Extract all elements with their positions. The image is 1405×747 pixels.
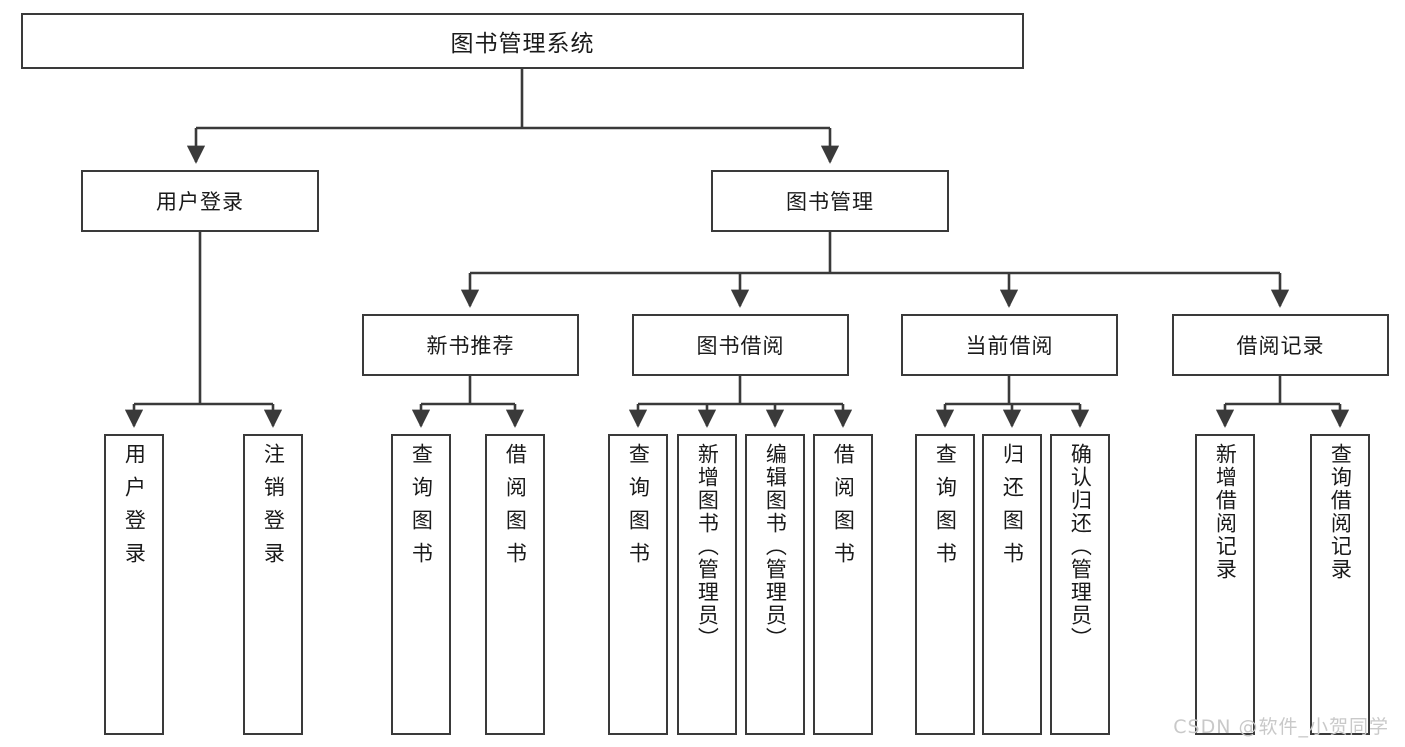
node-root-system[interactable]: 图书管理系统 <box>21 13 1024 69</box>
node-leaf-borrow-book[interactable]: 借阅图书 <box>813 434 873 735</box>
node-label: 查询图书 <box>409 443 434 575</box>
node-new-book-recommendation[interactable]: 新书推荐 <box>362 314 579 376</box>
node-leaf-user-login[interactable]: 用户登录 <box>104 434 164 735</box>
node-leaf-return-book[interactable]: 归还图书 <box>982 434 1042 735</box>
node-leaf-logout[interactable]: 注销登录 <box>243 434 303 735</box>
node-label: 借阅图书 <box>831 443 856 575</box>
node-leaf-query-book-rec[interactable]: 查询图书 <box>391 434 451 735</box>
node-leaf-edit-book-admin[interactable]: 编辑图书（管理员） <box>745 434 805 735</box>
node-book-manage[interactable]: 图书管理 <box>711 170 949 232</box>
node-leaf-add-borrow-record[interactable]: 新增借阅记录 <box>1195 434 1255 735</box>
node-borrow-record[interactable]: 借阅记录 <box>1172 314 1389 376</box>
node-current-borrow[interactable]: 当前借阅 <box>901 314 1118 376</box>
node-label: 借阅记录 <box>1236 334 1325 358</box>
node-label: 图书管理系统 <box>450 31 595 57</box>
node-leaf-add-book-admin[interactable]: 新增图书（管理员） <box>677 434 737 735</box>
node-leaf-borrow-book-rec[interactable]: 借阅图书 <box>485 434 545 735</box>
node-leaf-query-book-current[interactable]: 查询图书 <box>915 434 975 735</box>
node-label: 注销登录 <box>261 443 286 575</box>
node-user-login[interactable]: 用户登录 <box>81 170 319 232</box>
node-label: 归还图书 <box>1000 443 1025 575</box>
node-label: 新增图书（管理员） <box>695 443 720 650</box>
node-label: 查询图书 <box>626 443 651 575</box>
node-label: 用户登录 <box>122 443 147 575</box>
node-label: 确认归还（管理员） <box>1068 443 1093 650</box>
node-leaf-query-book-borrow[interactable]: 查询图书 <box>608 434 668 735</box>
node-label: 借阅图书 <box>503 443 528 575</box>
node-label: 查询图书 <box>933 443 958 575</box>
watermark-credit: CSDN @软件_小贺同学 <box>1173 716 1389 738</box>
node-label: 编辑图书（管理员） <box>763 443 788 650</box>
node-label: 查询借阅记录 <box>1328 443 1353 581</box>
node-label: 新增借阅记录 <box>1213 443 1238 581</box>
node-label: 用户登录 <box>156 190 244 214</box>
node-label: 图书借阅 <box>696 334 785 358</box>
node-leaf-confirm-return-admin[interactable]: 确认归还（管理员） <box>1050 434 1110 735</box>
node-leaf-query-borrow-record[interactable]: 查询借阅记录 <box>1310 434 1370 735</box>
node-label: 当前借阅 <box>965 334 1054 358</box>
node-book-borrow[interactable]: 图书借阅 <box>632 314 849 376</box>
node-label: 图书管理 <box>786 190 874 214</box>
node-label: 新书推荐 <box>426 334 515 358</box>
